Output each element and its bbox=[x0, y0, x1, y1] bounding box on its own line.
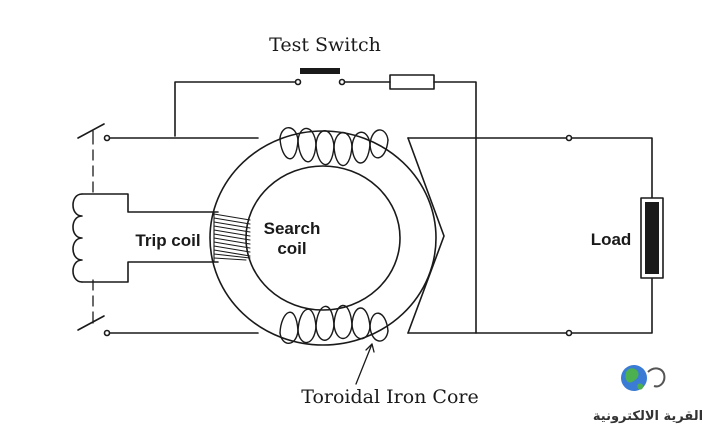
breaker-contacts bbox=[77, 123, 111, 337]
primary-winding-bottom bbox=[279, 304, 389, 344]
primary-winding-top bbox=[279, 127, 389, 167]
search-coil-winding bbox=[213, 211, 251, 263]
core-leader-line bbox=[355, 343, 373, 385]
load-resistor bbox=[645, 202, 659, 274]
watermark: القرية الالكترونية bbox=[593, 365, 703, 424]
test-switch-label: Test Switch bbox=[269, 34, 381, 56]
watermark-text: القرية الالكترونية bbox=[593, 409, 703, 424]
test-switch-button bbox=[300, 68, 340, 74]
load-circuit bbox=[475, 134, 664, 337]
trip-coil-solenoid bbox=[72, 193, 219, 283]
trip-coil-label: Trip coil bbox=[135, 231, 200, 250]
toroidal-core-label: Toroidal Iron Core bbox=[301, 386, 478, 408]
load-label: Load bbox=[591, 230, 632, 249]
conductor-bend bbox=[407, 137, 445, 334]
globe-icon bbox=[621, 365, 666, 391]
test-circuit bbox=[174, 74, 477, 139]
search-coil-label-line2: coil bbox=[277, 239, 306, 258]
test-resistor bbox=[389, 74, 435, 90]
search-coil-label-line1: Search bbox=[264, 219, 321, 238]
